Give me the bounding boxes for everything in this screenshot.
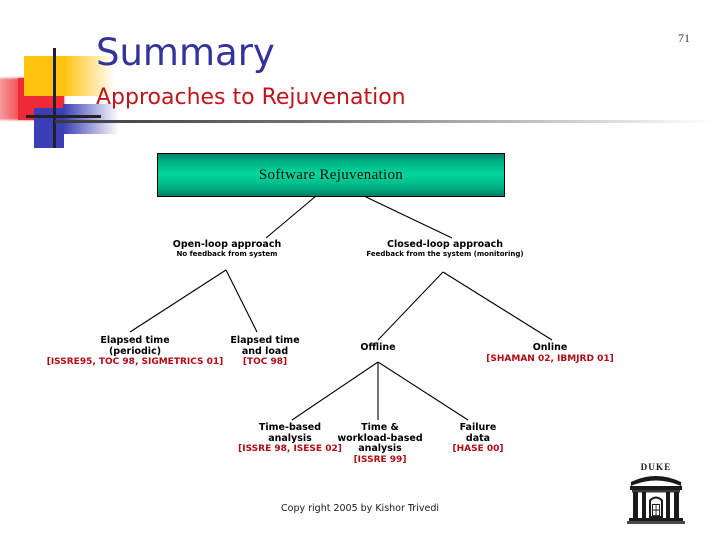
node-workload-based-line3: analysis xyxy=(358,443,402,455)
node-elapsed-time-and-load[interactable]: Elapsed time and load [TOC 98] xyxy=(212,335,318,368)
node-open-loop-approach[interactable]: Open-loop approach No feedback from syst… xyxy=(136,239,318,258)
logo-horizontal-line-icon xyxy=(26,115,101,118)
node-elapsed-load-reference: [TOC 98] xyxy=(242,357,288,368)
logo-yellow-gradient-icon xyxy=(63,56,115,96)
logo-blue-gradient-icon xyxy=(63,104,119,134)
template-logo-decoration xyxy=(0,48,120,148)
node-workload-based-line2: workload-based xyxy=(337,432,423,444)
node-time-based-analysis[interactable]: Time-based analysis [ISSRE 98, ISESE 02] xyxy=(215,422,365,455)
node-time-based-line1: Time-based xyxy=(258,422,322,433)
node-failure-data[interactable]: Failure data [HASE 00] xyxy=(426,422,530,455)
page-subtitle: Approaches to Rejuvenation xyxy=(96,85,406,110)
node-workload-based-reference: [ISSRE 99] xyxy=(353,454,407,465)
node-online-label: Online xyxy=(532,342,568,353)
node-closed-loop-approach[interactable]: Closed-loop approach Feedback from the s… xyxy=(340,239,550,258)
node-elapsed-time-periodic[interactable]: Elapsed time (periodic) [ISSRE95, TOC 98… xyxy=(20,335,250,368)
node-online-reference: [SHAMAN 02, IBMJRD 01] xyxy=(486,353,614,364)
node-closed-loop-subtitle: Feedback from the system (monitoring) xyxy=(366,249,524,258)
title-divider xyxy=(55,120,715,123)
page-title: Summary xyxy=(96,31,275,74)
node-open-loop-title: Open-loop approach xyxy=(172,239,282,250)
node-elapsed-load-line1: Elapsed time xyxy=(230,335,300,346)
node-elapsed-periodic-reference: [ISSRE95, TOC 98, SIGMETRICS 01] xyxy=(46,357,224,368)
node-offline[interactable]: Offline xyxy=(330,342,426,354)
node-elapsed-periodic-line2: (periodic) xyxy=(108,345,162,357)
root-node-label: Software Rejuvenation xyxy=(258,166,404,183)
node-elapsed-periodic-line1: Elapsed time xyxy=(100,335,170,346)
logo-yellow-square-icon xyxy=(24,56,66,96)
node-failure-data-line2: data xyxy=(465,432,491,444)
node-time-and-workload-based-analysis[interactable]: Time & workload-based analysis [ISSRE 99… xyxy=(328,422,432,465)
logo-blue-square-icon xyxy=(34,108,64,148)
node-closed-loop-title: Closed-loop approach xyxy=(386,239,504,250)
node-failure-data-line1: Failure xyxy=(459,422,497,433)
duke-logo-icon: DUKE xyxy=(627,462,685,524)
node-online[interactable]: Online [SHAMAN 02, IBMJRD 01] xyxy=(470,342,630,364)
logo-vertical-line-icon xyxy=(53,48,56,148)
node-time-based-reference: [ISSRE 98, ISESE 02] xyxy=(238,444,342,455)
node-time-based-line2: analysis xyxy=(268,432,312,444)
root-node-software-rejuvenation[interactable]: Software Rejuvenation xyxy=(157,153,505,197)
node-open-loop-subtitle: No feedback from system xyxy=(176,249,278,258)
node-workload-based-line1: Time & xyxy=(361,422,399,433)
node-failure-data-reference: [HASE 00] xyxy=(452,444,504,455)
copyright-notice: Copy right 2005 by Kishor Trivedi xyxy=(281,503,439,514)
node-offline-label: Offline xyxy=(360,342,396,353)
duke-logo-wordmark: DUKE xyxy=(641,462,672,472)
page-number: 71 xyxy=(678,31,690,45)
node-elapsed-load-line2: and load xyxy=(241,345,289,357)
